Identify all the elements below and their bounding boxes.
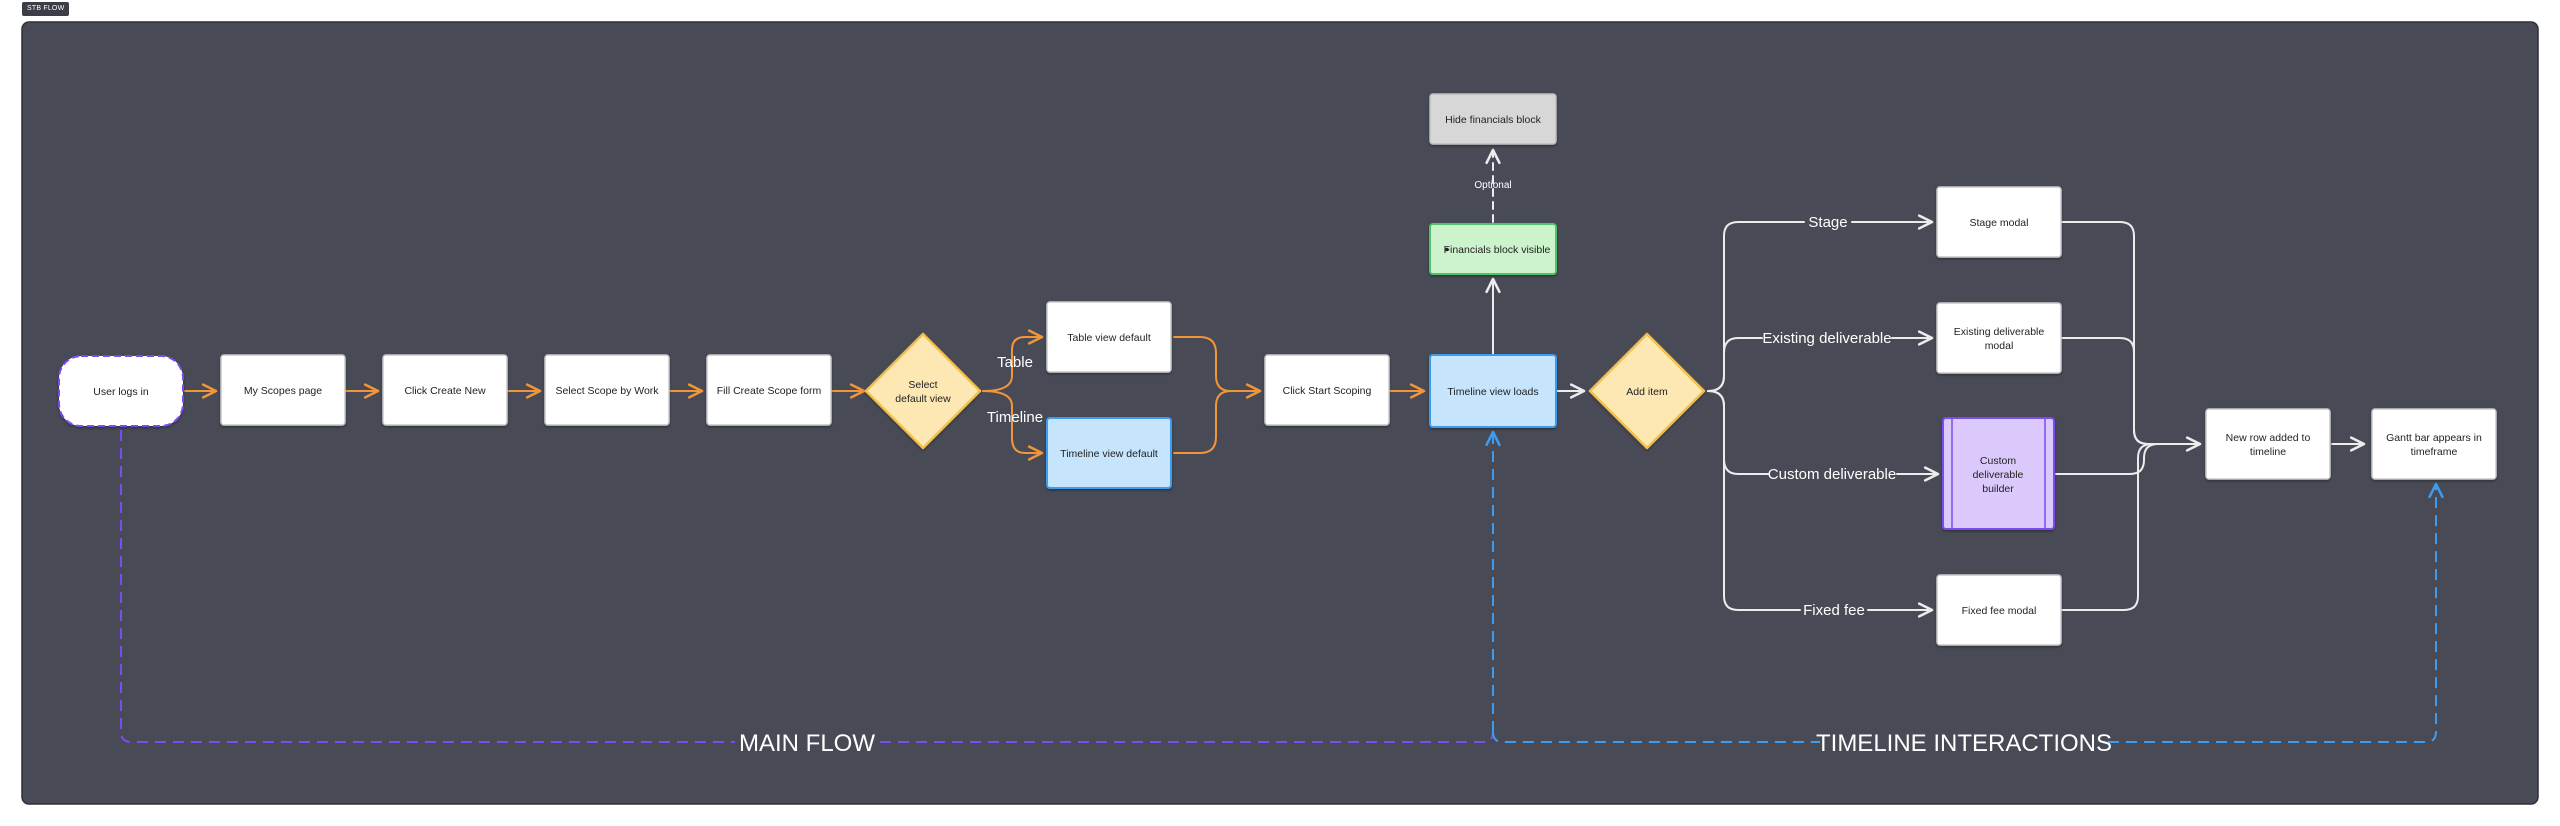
node-timeline-view-loads[interactable]: Timeline view loads [1429, 354, 1557, 428]
svg-text:Timeline view default: Timeline view default [1060, 448, 1158, 460]
frame-label: STB FLOW [22, 2, 70, 16]
node-timeline-view-default[interactable]: Timeline view default [1046, 417, 1172, 489]
node-my-scopes-page[interactable]: My Scopes page [220, 354, 346, 426]
node-add-item-decision[interactable]: Add item [1588, 332, 1706, 450]
svg-text:Select: Select [908, 379, 937, 391]
edge-timeline-to-start [1173, 390, 1261, 454]
svg-text:timeframe: timeframe [2411, 446, 2458, 458]
label-stage: Stage [1808, 214, 1847, 231]
main-flow-edges [184, 329, 1426, 461]
node-user-logs-in[interactable]: User logs in [58, 355, 184, 427]
node-new-row-added[interactable]: New row added to timeline [2205, 408, 2331, 480]
label-custom-deliverable: Custom deliverable [1768, 466, 1896, 483]
svg-text:default view: default view [895, 393, 951, 405]
svg-text:Fill Create Scope form: Fill Create Scope form [717, 385, 822, 397]
svg-text:modal: modal [1985, 340, 2014, 352]
svg-text:New row added to: New row added to [2226, 432, 2311, 444]
timeline-interactions-title: TIMELINE INTERACTIONS [1816, 730, 2112, 757]
svg-text:Timeline view loads: Timeline view loads [1447, 386, 1538, 398]
svg-text:Fixed fee modal: Fixed fee modal [1962, 605, 2037, 617]
svg-text:Custom: Custom [1980, 455, 2016, 467]
node-custom-deliverable-builder[interactable]: Custom deliverable builder [1942, 417, 2055, 530]
node-fill-create-scope-form[interactable]: Fill Create Scope form [706, 354, 832, 426]
node-gantt-bar-appears[interactable]: Gantt bar appears in timeframe [2371, 408, 2497, 480]
node-click-start-scoping[interactable]: Click Start Scoping [1264, 354, 1390, 426]
svg-text:My Scopes page: My Scopes page [244, 385, 322, 397]
node-click-create-new[interactable]: Click Create New [382, 354, 508, 426]
svg-text:Hide financials block: Hide financials block [1445, 114, 1541, 126]
timeline-line-right [2108, 482, 2444, 743]
edge-decision-to-table [982, 329, 1044, 392]
svg-text:Existing deliverable: Existing deliverable [1954, 326, 2045, 338]
edge-existing-to-new-row [2061, 337, 2201, 445]
label-optional: Optional [1474, 180, 1511, 191]
label-timeline: Timeline [987, 409, 1043, 426]
main-flow-title: MAIN FLOW [739, 730, 875, 757]
label-existing-deliverable: Existing deliverable [1762, 330, 1891, 347]
timeline-interactions-section: TIMELINE INTERACTIONS [1485, 430, 2444, 757]
svg-text:Table view default: Table view default [1067, 332, 1151, 344]
node-hide-financials-block[interactable]: Hide financials block [1429, 93, 1557, 145]
svg-text:Click Start Scoping: Click Start Scoping [1283, 385, 1372, 397]
svg-text:Stage modal: Stage modal [1970, 217, 2029, 229]
svg-text:Gantt bar appears in: Gantt bar appears in [2386, 432, 2482, 444]
edge-decision-to-timeline [982, 390, 1044, 461]
node-table-view-default[interactable]: Table view default [1046, 301, 1172, 373]
svg-text:User logs in: User logs in [93, 386, 149, 398]
label-table: Table [997, 354, 1033, 371]
svg-text:builder: builder [1982, 483, 2014, 495]
node-select-scope-by-work[interactable]: Select Scope by Work [544, 354, 670, 426]
bullet-icon [1445, 247, 1449, 252]
label-fixed-fee: Fixed fee [1803, 602, 1865, 619]
node-select-default-view-decision[interactable]: Select default view [864, 332, 982, 450]
svg-text:Add item: Add item [1626, 386, 1668, 398]
timeline-line-left [1492, 731, 1820, 743]
svg-text:Financials block visible: Financials block visible [1444, 244, 1551, 256]
svg-text:timeline: timeline [2250, 446, 2286, 458]
edge-table-to-start [1173, 336, 1262, 399]
main-flow-line-left [120, 430, 735, 743]
svg-text:Select Scope by Work: Select Scope by Work [555, 385, 659, 397]
svg-text:Click Create New: Click Create New [404, 385, 486, 397]
node-financials-block-visible[interactable]: Financials block visible [1429, 223, 1557, 275]
svg-text:deliverable: deliverable [1973, 469, 2024, 481]
node-fixed-fee-modal[interactable]: Fixed fee modal [1936, 574, 2062, 646]
edge-fixed-to-new-row [2061, 443, 2201, 611]
edge-add-to-existing [1707, 337, 1763, 392]
node-stage-modal[interactable]: Stage modal [1936, 186, 2062, 258]
timeline-edges [1485, 148, 2366, 618]
node-existing-deliverable-modal[interactable]: Existing deliverable modal [1936, 302, 2062, 374]
edge-add-to-fixed [1707, 390, 1801, 611]
